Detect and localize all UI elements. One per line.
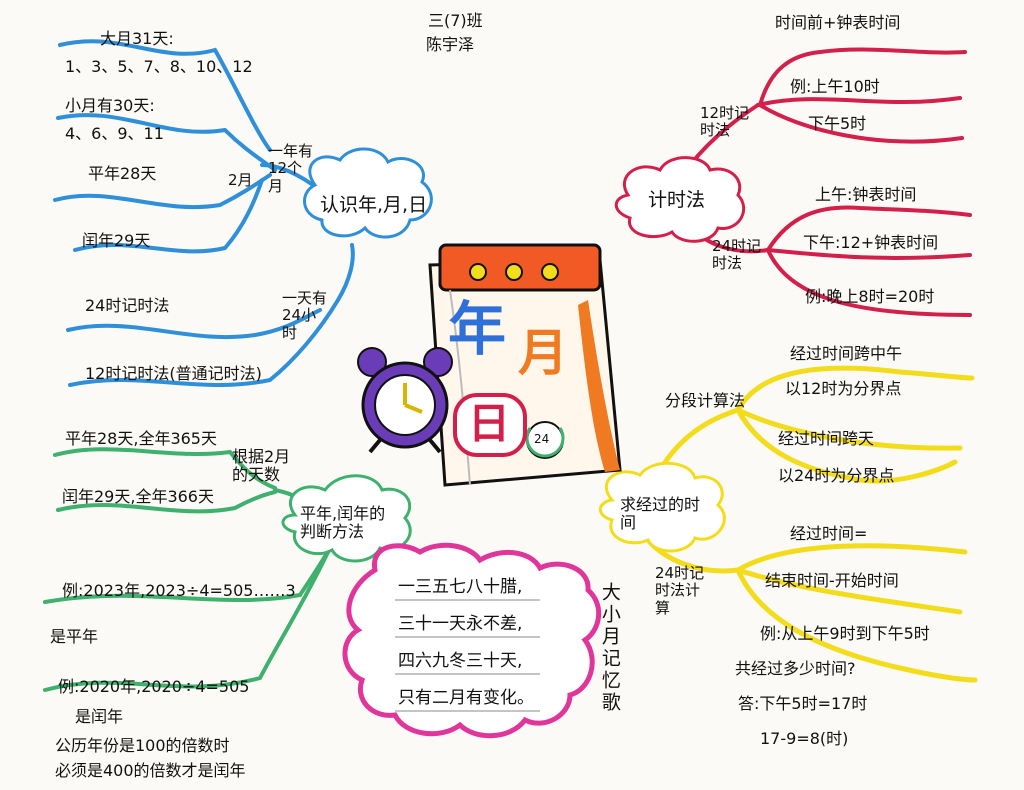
answer-1: 答:下午5时=17时	[738, 694, 868, 713]
method24-a: 上午:钟表时间	[815, 185, 917, 204]
day-hours: 一天有24小时	[282, 289, 328, 342]
student-name: 陈宇泽	[426, 35, 475, 54]
calendar-illustration	[428, 243, 622, 487]
seg-b1: 经过时间跨天	[778, 429, 875, 448]
method24-c: 例:晚上8时=20时	[805, 287, 935, 306]
example-2: 共经过多少时间?	[735, 659, 856, 678]
green-branch	[43, 447, 412, 692]
common-year: 平年28天,全年365天	[65, 429, 217, 448]
feb-label: 2月	[228, 171, 253, 189]
example-2023: 例:2023年,2023÷4=505……3	[62, 581, 296, 600]
common-feb: 平年28天	[88, 164, 157, 183]
red-branch	[614, 47, 972, 317]
pink-title: 大小月记忆歌	[598, 582, 621, 714]
method24-calc: 24时记时法计算	[655, 564, 705, 617]
poem-line-1: 一三五七八十腊,	[398, 577, 523, 597]
seg-a2: 以12时为分界点	[785, 379, 902, 398]
seg-b2: 以24时为分界点	[778, 466, 895, 485]
calendar-badge: 24	[534, 432, 550, 446]
segment-label: 分段计算法	[665, 391, 746, 410]
small-month-list: 4、6、9、11	[65, 124, 164, 143]
method12-c: 下午5时	[808, 114, 867, 133]
red-title: 计时法	[648, 189, 706, 211]
small-month-title: 小月有30天:	[65, 96, 155, 115]
method12-b: 例:上午10时	[790, 77, 880, 96]
big-month-title: 大月31天:	[100, 29, 174, 48]
yellow-title: 求经过的时间	[620, 495, 701, 533]
green-title: 平年,闰年的判断方法	[300, 504, 386, 542]
poem-line-3: 四六九冬三十天,	[398, 651, 523, 671]
example-2020-result: 是闰年	[75, 707, 124, 726]
pink-cloud	[342, 542, 602, 739]
example-2023-result: 是平年	[50, 627, 99, 646]
seg-a1: 经过时间跨中午	[790, 344, 903, 363]
method12-a: 时间前+钟表时间	[775, 13, 901, 32]
green-rule: 根据2月的天数	[232, 447, 291, 485]
yellow-branch	[598, 365, 978, 683]
leap-feb: 闰年29天	[82, 231, 151, 250]
example-2020: 例:2020年,2020÷4=505	[58, 677, 250, 696]
formula-2: 结束时间-开始时间	[765, 571, 899, 590]
blue-title: 认识年,月,日	[320, 194, 428, 216]
method24-label: 24时记时法	[712, 237, 762, 273]
alarm-clock-icon	[357, 347, 453, 454]
clock12-label: 12时记时法(普通记时法)	[85, 364, 262, 383]
blue-branch	[53, 39, 433, 387]
method12-label: 12时记时法	[700, 104, 750, 140]
big-month-list: 1、3、5、7、8、10、12	[65, 57, 253, 76]
clock24-label: 24时记时法	[85, 296, 170, 315]
year-months: 一年有12个月	[268, 142, 314, 195]
formula-1: 经过时间=	[790, 524, 868, 543]
calendar-ri: 日	[468, 399, 511, 448]
leap-year: 闰年29天,全年366天	[62, 487, 214, 506]
poem-line-2: 三十一天永不差,	[398, 614, 523, 634]
example-1: 例:从上午9时到下午5时	[760, 624, 930, 643]
poem-line-4: 只有二月有变化。	[398, 688, 534, 708]
class-name: 三(7)班	[428, 11, 483, 30]
calendar-nian: 年	[448, 295, 507, 363]
calendar-yue: 月	[518, 324, 568, 382]
method24-b: 下午:12+钟表时间	[803, 233, 939, 252]
answer-2: 17-9=8(时)	[760, 729, 849, 748]
century-rule-1: 公历年份是100的倍数时	[55, 736, 230, 755]
century-rule-2: 必须是400的倍数才是闰年	[55, 761, 246, 780]
